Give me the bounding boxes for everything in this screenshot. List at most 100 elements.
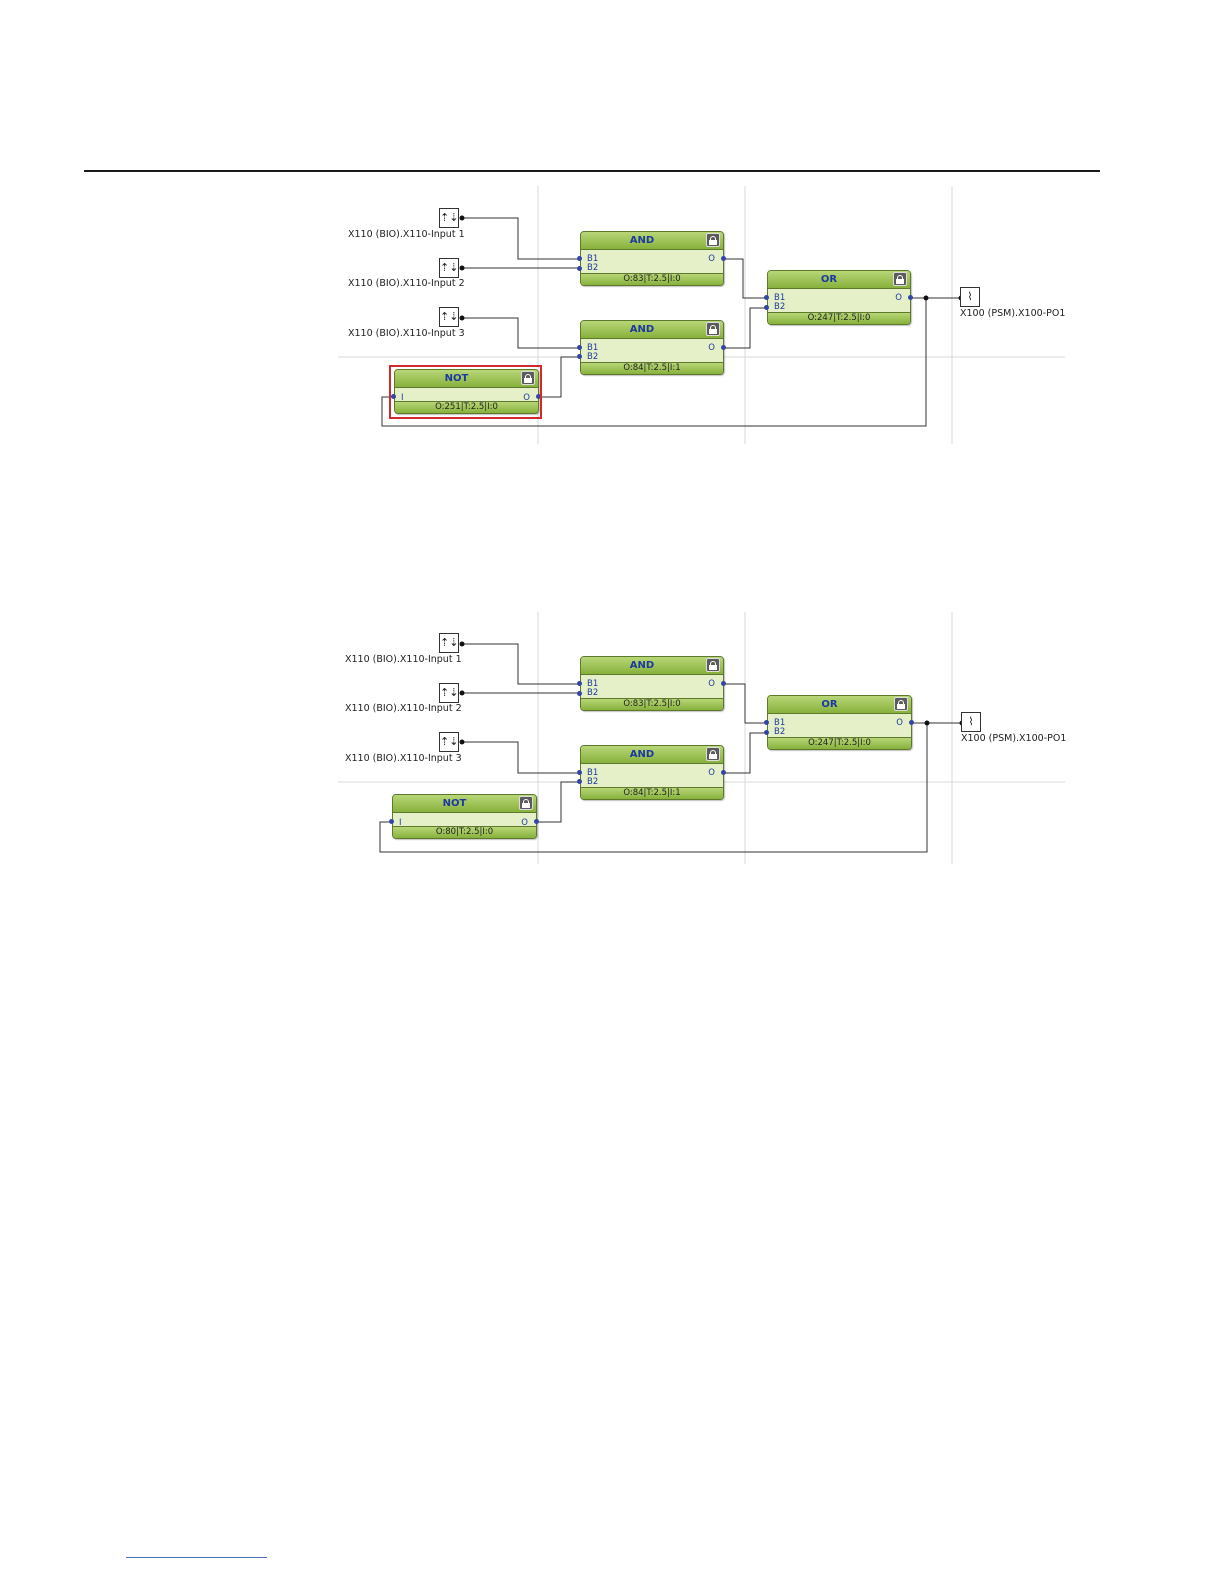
port-out: O: [521, 818, 528, 828]
output-contact-icon[interactable]: ⌇: [960, 287, 980, 307]
port-b1: B1: [587, 343, 599, 353]
binary-input-icon[interactable]: ⇡⇣: [439, 307, 459, 327]
input-1-label: X110 (BIO).X110-Input 1: [348, 229, 465, 240]
port-out: O: [523, 393, 530, 403]
port-out: O: [896, 718, 903, 728]
port-b2: B2: [774, 302, 786, 312]
block-title: NOT: [444, 373, 469, 384]
input-pin[interactable]: [764, 295, 769, 300]
wire-and2-or: [723, 732, 767, 774]
port-i: I: [399, 818, 402, 828]
port-i: I: [401, 393, 404, 403]
wire-input1-and1: [462, 217, 580, 260]
logic-diagram-2: ⇡⇣ X110 (BIO).X110-Input 1 ⇡⇣ X110 (BIO)…: [330, 612, 1080, 872]
output-pin[interactable]: [909, 720, 914, 725]
lock-icon[interactable]: [706, 233, 720, 247]
lock-icon[interactable]: [706, 322, 720, 336]
footer-link-underline: [126, 1557, 267, 1558]
block-footer: O:84|T:2.5|I:1: [581, 787, 723, 799]
not-block[interactable]: NOT I O O:251|T:2.5|I:0: [394, 369, 539, 414]
block-footer: O:80|T:2.5|I:0: [393, 826, 536, 838]
port-b2: B2: [587, 263, 599, 273]
port-out: O: [708, 679, 715, 689]
output-pin[interactable]: [536, 394, 541, 399]
input-3-label: X110 (BIO).X110-Input 3: [348, 328, 465, 339]
input-pin[interactable]: [764, 720, 769, 725]
lock-icon[interactable]: [893, 272, 907, 286]
port-b1: B1: [587, 679, 599, 689]
output-pin[interactable]: [534, 819, 539, 824]
output-label: X100 (PSM).X100-PO1: [960, 308, 1066, 319]
block-footer: O:247|T:2.5|I:0: [768, 312, 910, 324]
input-pin[interactable]: [577, 681, 582, 686]
input-pin[interactable]: [577, 779, 582, 784]
binary-input-icon[interactable]: ⇡⇣: [439, 258, 459, 278]
port-b1: B1: [774, 293, 786, 303]
lock-icon[interactable]: [521, 371, 535, 385]
binary-input-icon[interactable]: ⇡⇣: [439, 633, 459, 653]
block-title: AND: [629, 324, 655, 335]
wire-input3-and2: [462, 317, 580, 349]
input-3-label: X110 (BIO).X110-Input 3: [345, 753, 462, 764]
output-contact-icon[interactable]: ⌇: [961, 712, 981, 732]
binary-input-icon[interactable]: ⇡⇣: [439, 732, 459, 752]
wire-input1-and1: [462, 643, 580, 685]
logic-diagram-1: ⇡⇣ X110 (BIO).X110-Input 1 ⇡⇣ X110 (BIO)…: [330, 186, 1080, 446]
input-1-label: X110 (BIO).X110-Input 1: [345, 654, 462, 665]
output-pin[interactable]: [908, 295, 913, 300]
port-b1: B1: [587, 254, 599, 264]
port-b2: B2: [587, 777, 599, 787]
or-block[interactable]: OR B1 B2 O O:247|T:2.5|I:0: [767, 695, 912, 750]
wire-and1-or: [723, 258, 767, 299]
and-block-1[interactable]: AND B1 B2 O O:83|T:2.5|I:0: [580, 656, 724, 711]
input-pin[interactable]: [577, 256, 582, 261]
lock-icon[interactable]: [706, 747, 720, 761]
block-footer: O:83|T:2.5|I:0: [581, 273, 723, 285]
output-pin[interactable]: [721, 345, 726, 350]
input-pin[interactable]: [577, 266, 582, 271]
input-pin[interactable]: [577, 345, 582, 350]
output-pin[interactable]: [721, 256, 726, 261]
port-b2: B2: [774, 727, 786, 737]
block-footer: O:83|T:2.5|I:0: [581, 698, 723, 710]
input-pin[interactable]: [577, 354, 582, 359]
and-block-1[interactable]: AND B1 B2 O O:83|T:2.5|I:0: [580, 231, 724, 286]
port-out: O: [895, 293, 902, 303]
output-label: X100 (PSM).X100-PO1: [961, 733, 1067, 744]
wire-not-and2: [539, 356, 580, 398]
lock-icon[interactable]: [706, 658, 720, 672]
port-b2: B2: [587, 688, 599, 698]
input-pin[interactable]: [577, 691, 582, 696]
header-rule: [84, 170, 1100, 172]
lock-icon[interactable]: [519, 796, 533, 810]
block-title: OR: [821, 699, 838, 710]
block-title: AND: [629, 749, 655, 760]
lock-icon[interactable]: [894, 697, 908, 711]
or-block[interactable]: OR B1 B2 O O:247|T:2.5|I:0: [767, 270, 911, 325]
input-pin[interactable]: [389, 819, 394, 824]
port-b1: B1: [774, 718, 786, 728]
input-2-label: X110 (BIO).X110-Input 2: [348, 278, 465, 289]
input-pin[interactable]: [577, 770, 582, 775]
binary-input-icon[interactable]: ⇡⇣: [439, 208, 459, 228]
not-block-highlight: [389, 365, 542, 419]
binary-input-icon[interactable]: ⇡⇣: [439, 683, 459, 703]
not-block[interactable]: NOT I O O:80|T:2.5|I:0: [392, 794, 537, 839]
input-pin[interactable]: [391, 394, 396, 399]
port-out: O: [708, 254, 715, 264]
input-2-label: X110 (BIO).X110-Input 2: [345, 703, 462, 714]
block-title: AND: [629, 235, 655, 246]
wire-input3-and2: [462, 741, 580, 774]
and-block-2[interactable]: AND B1 B2 O O:84|T:2.5|I:1: [580, 320, 724, 375]
input-pin[interactable]: [764, 305, 769, 310]
block-title: AND: [629, 660, 655, 671]
block-footer: O:251|T:2.5|I:0: [395, 401, 538, 413]
input-pin[interactable]: [764, 730, 769, 735]
port-b1: B1: [587, 768, 599, 778]
block-footer: O:84|T:2.5|I:1: [581, 362, 723, 374]
output-pin[interactable]: [721, 681, 726, 686]
block-footer: O:247|T:2.5|I:0: [768, 737, 911, 749]
wire-and2-or: [723, 307, 767, 349]
output-pin[interactable]: [721, 770, 726, 775]
and-block-2[interactable]: AND B1 B2 O O:84|T:2.5|I:1: [580, 745, 724, 800]
